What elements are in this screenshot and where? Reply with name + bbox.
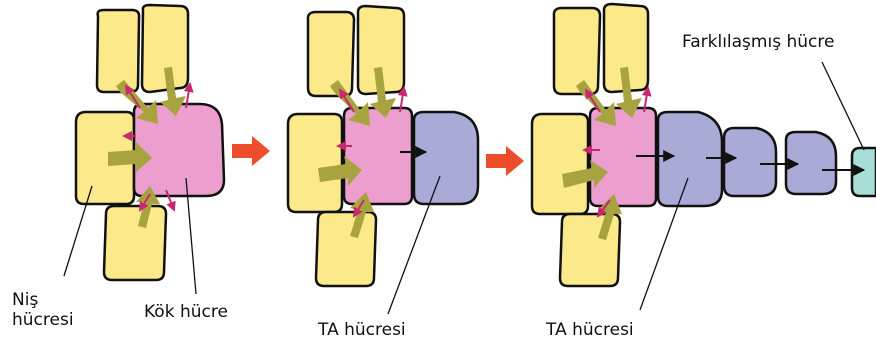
- niche-cell: [142, 5, 188, 92]
- stage-transition-arrow: [232, 136, 270, 166]
- differentiated-cell: [852, 148, 876, 196]
- label-nis-line2: hücresi: [12, 310, 74, 330]
- stage-transition-arrow: [486, 146, 524, 176]
- niche-cell: [532, 114, 588, 214]
- niche-cell: [554, 8, 600, 94]
- label-ta-hucresi-1: TA hücresi: [318, 320, 406, 340]
- niche-cell: [560, 214, 620, 286]
- stage-1: [76, 5, 224, 280]
- niche-cell: [288, 114, 342, 212]
- ta-cell: [724, 128, 776, 196]
- niche-cell: [316, 212, 376, 286]
- label-nis-line1: Niş: [12, 290, 38, 310]
- label-farklilasmis-hucre: Farklılaşmış hücre: [682, 32, 834, 52]
- stem-cell: [344, 108, 412, 204]
- niche-cell: [104, 206, 166, 280]
- niche-cell: [97, 10, 139, 92]
- niche-cell: [308, 12, 354, 96]
- stage-2: [288, 6, 478, 286]
- label-ta-hucresi-2: TA hücresi: [546, 320, 634, 340]
- label-kok-hucre: Kök hücre: [144, 302, 228, 322]
- ta-cell: [414, 112, 478, 204]
